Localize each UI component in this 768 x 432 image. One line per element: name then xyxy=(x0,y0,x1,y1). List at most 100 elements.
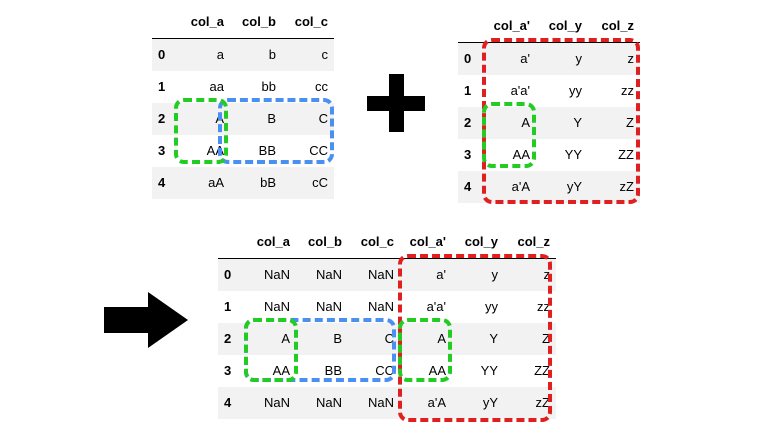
table-cell: yY xyxy=(566,179,582,194)
table-cell: A xyxy=(437,331,446,346)
table-cell: B xyxy=(333,331,342,346)
row-index: 0 xyxy=(224,267,232,283)
table-row: 0 NaN NaN NaN a' y z xyxy=(218,258,556,291)
row-index: 3 xyxy=(158,143,166,158)
table-cell: NaN xyxy=(263,267,290,283)
table-cell: z xyxy=(543,267,551,283)
table-row: 0 a' y z xyxy=(458,42,640,75)
table-row: 4 aA bB cC xyxy=(152,166,334,199)
table-cell: bb xyxy=(261,79,276,94)
table-cell: NaN xyxy=(315,267,342,283)
table-cell: NaN xyxy=(315,299,342,314)
table-cell: a'A xyxy=(511,179,530,194)
left-dataframe-table: col_a col_b col_c 0 a b c 1 aa bb cc 2 A… xyxy=(152,4,334,199)
left-key-highlight-box xyxy=(174,98,228,164)
right-dataframe-table: col_a' col_y col_z 0 a' y z 1 a'a' yy zz… xyxy=(458,8,640,203)
table-header-row: col_a col_b col_c xyxy=(152,4,334,39)
table-cell: NaN xyxy=(367,267,394,283)
row-index: 0 xyxy=(158,47,166,63)
table-row: 0 a b c xyxy=(152,38,334,71)
table-cell: BB xyxy=(324,363,342,378)
table-cell: Z xyxy=(626,115,634,130)
table-cell: A xyxy=(281,331,290,346)
row-index: 3 xyxy=(464,147,472,162)
table-cell: zz xyxy=(621,83,634,98)
result-dataframe-table: col_a col_b col_c col_a' col_y col_z 0 N… xyxy=(218,224,556,419)
row-index: 4 xyxy=(224,395,232,410)
row-index: 2 xyxy=(158,111,166,126)
table-header-row: col_a col_b col_c col_a' col_y col_z xyxy=(218,224,556,259)
table-cell: z xyxy=(627,51,635,67)
table-header-row: col_a' col_y col_z xyxy=(458,8,640,43)
row-index: 1 xyxy=(158,79,166,94)
table-cell: AA xyxy=(272,363,290,378)
table-cell: a' xyxy=(436,267,446,283)
table-cell: a xyxy=(216,47,224,63)
row-index: 0 xyxy=(464,51,472,67)
table-cell: NaN xyxy=(367,299,394,314)
column-header: col_z xyxy=(588,8,640,43)
row-index: 1 xyxy=(224,299,232,314)
index-header xyxy=(218,224,244,259)
row-index: 2 xyxy=(224,331,232,346)
column-header: col_a xyxy=(178,4,230,39)
row-index: 3 xyxy=(224,363,232,378)
table-cell: NaN xyxy=(263,395,290,410)
table-cell: aa xyxy=(209,79,224,94)
column-header: col_y xyxy=(536,8,588,43)
table-row: 4 NaN NaN NaN a'A yY zZ xyxy=(218,386,556,419)
table-cell: Z xyxy=(542,331,550,346)
index-header xyxy=(152,4,178,39)
right-key-highlight-box xyxy=(482,102,536,168)
table-cell: b xyxy=(268,47,276,63)
table-cell: NaN xyxy=(367,395,394,410)
table-cell: zZ xyxy=(619,179,634,194)
table-cell: y xyxy=(575,51,583,67)
row-index: 2 xyxy=(464,115,472,130)
table-cell: AA xyxy=(512,147,530,162)
table-cell: Y xyxy=(573,115,582,130)
table-cell: ZZ xyxy=(534,363,550,378)
table-cell: yy xyxy=(569,83,582,98)
index-header xyxy=(458,8,484,43)
table-cell: c xyxy=(321,47,329,63)
table-cell: aA xyxy=(208,175,224,190)
table-cell: YY xyxy=(564,147,582,162)
table-row: 1 NaN NaN NaN a'a' yy zz xyxy=(218,290,556,323)
column-header: col_a' xyxy=(484,8,536,43)
table-cell: cC xyxy=(312,175,328,190)
table-row: 2 A B C A Y Z xyxy=(218,322,556,355)
table-cell: AA xyxy=(428,363,446,378)
table-cell: NaN xyxy=(315,395,342,410)
column-header: col_z xyxy=(504,224,556,259)
table-cell: NaN xyxy=(263,299,290,314)
table-cell: C xyxy=(318,111,328,126)
table-cell: zZ xyxy=(535,395,550,410)
table-cell: yY xyxy=(482,395,498,410)
table-cell: BB xyxy=(258,143,276,158)
right-arrow-icon xyxy=(104,292,188,348)
result-right-key-highlight-box xyxy=(398,318,452,382)
table-cell: C xyxy=(384,331,394,346)
table-cell: B xyxy=(267,111,276,126)
column-header: col_c xyxy=(282,4,334,39)
table-row: 1 aa bb cc xyxy=(152,70,334,103)
table-cell: A xyxy=(521,115,530,130)
result-left-key-highlight-box xyxy=(244,318,298,382)
column-header: col_y xyxy=(452,224,504,259)
table-cell: bB xyxy=(260,175,276,190)
row-index: 4 xyxy=(464,179,472,194)
table-cell: YY xyxy=(480,363,498,378)
left-values-highlight-box xyxy=(218,98,334,164)
column-header: col_a' xyxy=(400,224,452,259)
table-cell: CC xyxy=(309,143,328,158)
table-cell: y xyxy=(491,267,499,283)
table-row: 1 a'a' yy zz xyxy=(458,74,640,107)
column-header: col_c xyxy=(348,224,400,259)
table-cell: a'a' xyxy=(510,83,530,98)
column-header: col_b xyxy=(296,224,348,259)
table-cell: a'a' xyxy=(426,299,446,314)
column-header: col_b xyxy=(230,4,282,39)
table-cell: Y xyxy=(489,331,498,346)
column-header: col_a xyxy=(244,224,296,259)
